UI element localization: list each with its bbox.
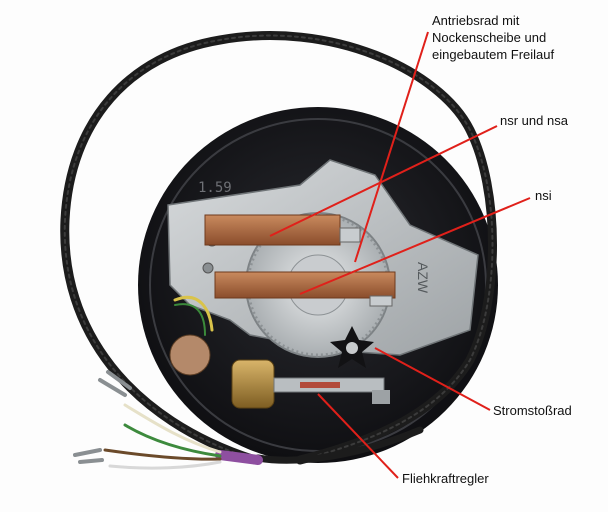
label-drive-wheel-line-1: Antriebsrad mit: [432, 13, 520, 28]
cable-exit: [73, 370, 263, 470]
label-governor: Fliehkraftregler: [402, 471, 489, 486]
wiring: [169, 295, 214, 376]
governor-assembly: [231, 359, 390, 409]
pulse-wheel: [330, 326, 374, 368]
screw: [202, 262, 214, 274]
label-nsi: nsi: [535, 188, 552, 203]
leader-nsi: [299, 197, 531, 295]
label-pulse-wheel: Stromstoßrad: [493, 403, 572, 418]
leader-governor: [317, 393, 399, 479]
label-nsr-nsa: nsr und nsa: [500, 113, 568, 128]
label-drive-wheel: Antriebsrad mit Nockenscheibe und eingeb…: [432, 12, 554, 63]
disc-number: 1.59: [198, 180, 232, 196]
leader-pulse-wheel: [374, 347, 491, 411]
plate-lettering: AZW: [415, 262, 431, 294]
cable-loop: [60, 31, 497, 465]
leader-drive-wheel: [354, 31, 429, 263]
leader-lines: [269, 31, 531, 479]
nsr-nsa-spring: [204, 214, 341, 246]
label-drive-wheel-line-2: Nockenscheibe und: [432, 30, 547, 45]
contact-springs: [204, 214, 396, 307]
leader-nsr-nsa: [269, 125, 498, 237]
label-drive-wheel-line-3: eingebautem Freilauf: [432, 47, 555, 62]
nsi-spring: [214, 271, 396, 299]
